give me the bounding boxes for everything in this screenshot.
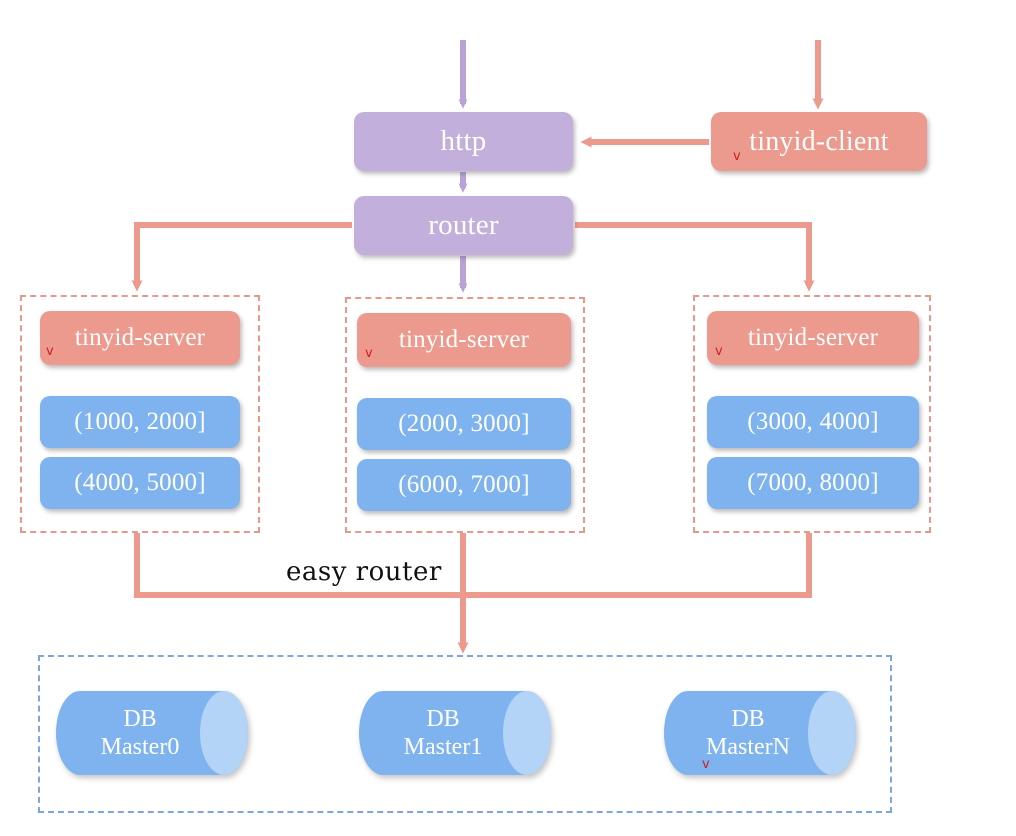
node-router[interactable]: router [354, 196, 573, 255]
spellcheck-mark-icon: v [365, 346, 373, 361]
database-icon [56, 691, 248, 775]
db-cylinder-1[interactable]: DB Master1 [359, 685, 551, 781]
spellcheck-mark-icon: v [46, 344, 54, 359]
range-box-0-1[interactable]: (4000, 5000] [40, 457, 240, 509]
edge-servers-to-db-bus [134, 533, 812, 654]
node-tinyid-server-2[interactable]: tinyid-server v [707, 311, 919, 365]
edge-router-to-server-2 [575, 222, 815, 292]
node-tinyid-client-label: tinyid-client [749, 125, 889, 157]
server-group-2: tinyid-server v (3000, 4000] (7000, 8000… [693, 295, 931, 533]
range-box-0-0[interactable]: (1000, 2000] [40, 396, 240, 448]
node-tinyid-server-1-label: tinyid-server [398, 326, 530, 353]
node-tinyid-server-2-label: tinyid-server [747, 324, 879, 351]
range-box-1-1[interactable]: (6000, 7000] [357, 459, 571, 511]
server-group-0: tinyid-server v (1000, 2000] (4000, 5000… [20, 295, 260, 533]
db-cluster-container [38, 655, 892, 813]
range-box-2-1[interactable]: (7000, 8000] [707, 457, 919, 509]
range-box-1-0-label: (2000, 3000] [398, 410, 530, 437]
range-box-2-1-label: (7000, 8000] [747, 469, 879, 496]
node-http-label: http [440, 125, 487, 157]
database-icon [359, 691, 551, 775]
node-tinyid-server-1[interactable]: tinyid-server v [357, 313, 571, 367]
spellcheck-mark-icon: v [715, 344, 723, 359]
server-group-1: tinyid-server v (2000, 3000] (6000, 7000… [345, 297, 585, 533]
node-tinyid-server-0[interactable]: tinyid-server v [40, 311, 240, 365]
easy-router-label: easy router [286, 557, 442, 587]
range-box-2-0-label: (3000, 4000] [747, 408, 879, 435]
spellcheck-mark-icon: v [733, 149, 741, 164]
node-router-label: router [428, 209, 499, 241]
range-box-0-0-label: (1000, 2000] [74, 408, 206, 435]
range-box-0-1-label: (4000, 5000] [74, 469, 206, 496]
node-tinyid-server-0-label: tinyid-server [74, 324, 206, 351]
range-box-2-0[interactable]: (3000, 4000] [707, 396, 919, 448]
database-icon [664, 691, 856, 775]
range-box-1-1-label: (6000, 7000] [398, 471, 530, 498]
db-cylinder-2[interactable]: DB MasterN v [664, 685, 856, 781]
node-http[interactable]: http [354, 112, 573, 171]
range-box-1-0[interactable]: (2000, 3000] [357, 398, 571, 450]
node-tinyid-client[interactable]: tinyid-client v [711, 112, 927, 171]
db-cylinder-0[interactable]: DB Master0 [56, 685, 248, 781]
edge-router-to-server-0 [131, 222, 352, 292]
